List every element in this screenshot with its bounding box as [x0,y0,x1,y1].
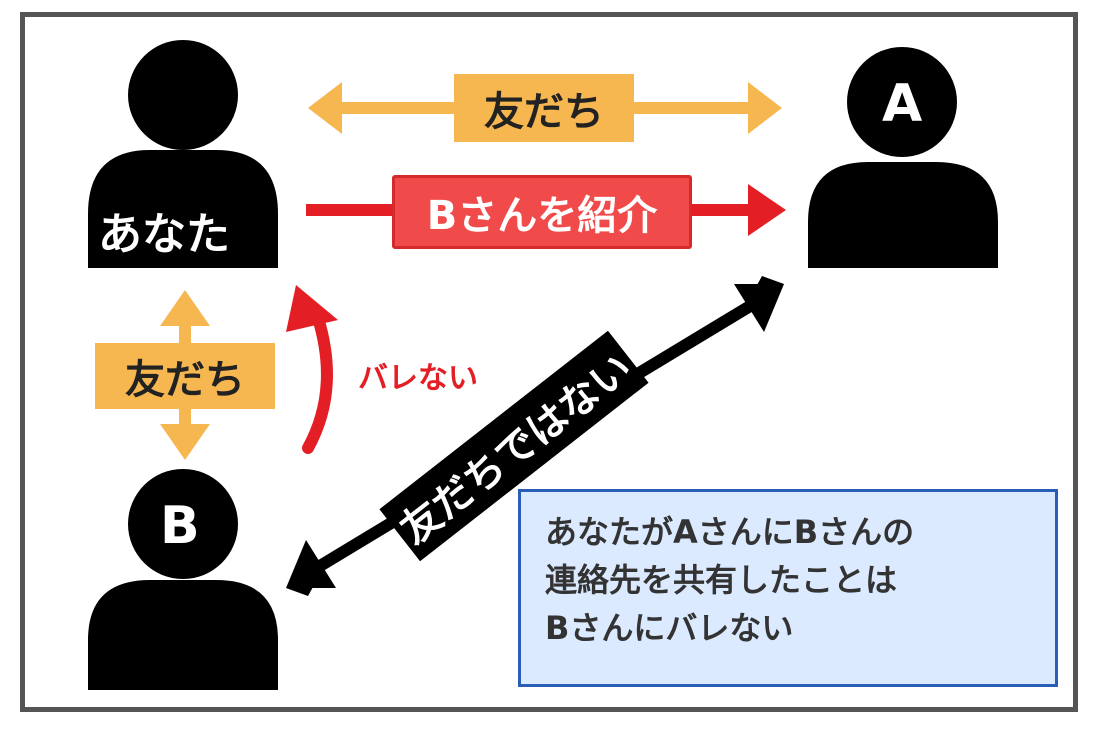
person-b-icon [88,469,278,690]
note-line: 連絡先を共有したことは [545,561,898,599]
note-box: あなたがAさんにBさんの 連絡先を共有したことは Bさんにバレない [518,489,1058,687]
person-a-label: A [882,74,923,134]
person-you-label: あなた [98,209,230,260]
note-line: Bさんにバレない [545,609,794,647]
not-revealed-label: バレない [358,361,478,396]
introduce-label: Bさんを紹介 [392,175,692,249]
note-line: あなたがAさんにBさんの [545,513,915,551]
friend-label-left: 友だち [95,343,275,409]
person-you-icon [88,40,278,268]
person-a-icon [808,47,998,268]
person-b-label: B [160,496,200,556]
friend-label-top: 友だち [454,74,634,142]
not-revealed-arrow [286,285,338,454]
